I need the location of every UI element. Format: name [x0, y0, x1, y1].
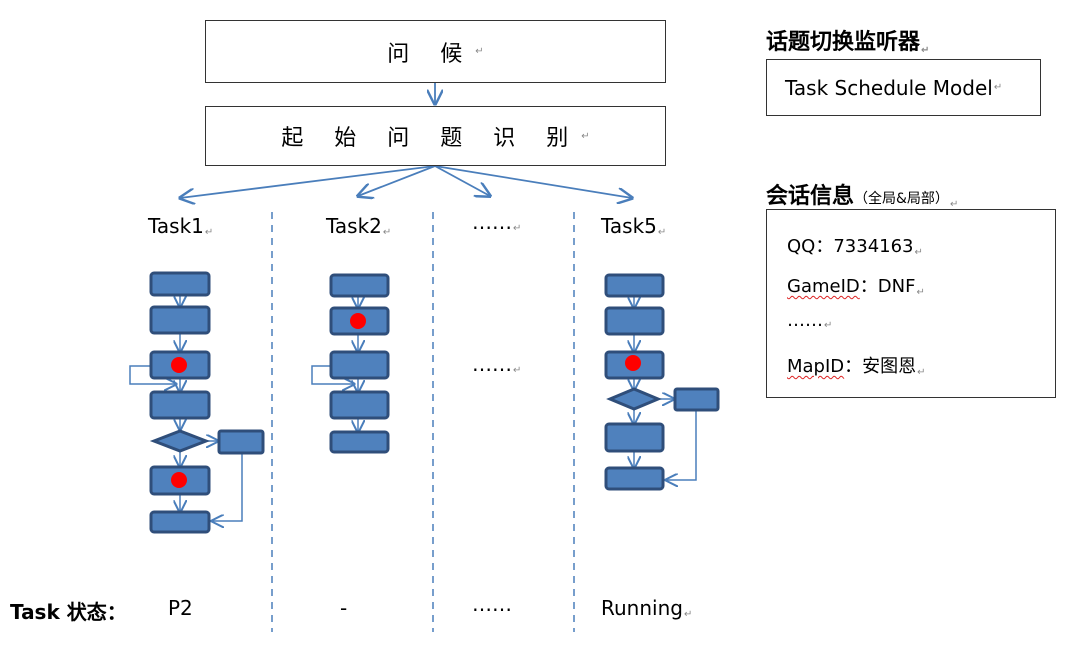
- column-dividers: [271, 212, 575, 632]
- task1-side-step: [217, 429, 265, 455]
- status-label: Task 状态：: [10, 600, 127, 624]
- listener-title: 话题切换监听器↵: [766, 30, 930, 56]
- task1-current-dot: [171, 357, 187, 373]
- task2-current-dot: [350, 313, 366, 329]
- task-label-1: Task1↵: [148, 214, 214, 238]
- task5-step-5: [604, 466, 665, 491]
- task2-flow: [311, 273, 390, 454]
- status-task5: Running↵: [601, 596, 693, 620]
- status-task1: P2: [168, 596, 193, 620]
- info-qq: QQ：7334163↵: [787, 236, 923, 258]
- task1-flow: [129, 271, 265, 534]
- task1-step-6: [149, 510, 211, 534]
- model-box: Task Schedule Model↵: [766, 59, 1041, 116]
- task2-step-4: [329, 390, 390, 420]
- greeting-label: 问 候: [387, 41, 475, 67]
- task5-current-dot: [625, 355, 641, 371]
- recognition-label: 起 始 问 题 识 别: [281, 126, 581, 151]
- task5-step-4: [604, 422, 665, 453]
- task5-side-step: [673, 387, 720, 412]
- task2-step-3: [329, 350, 390, 380]
- fanout-arrows: [180, 165, 632, 198]
- task2-step-1: [329, 273, 390, 298]
- greeting-box: 问 候↵: [205, 20, 666, 83]
- task1-current-dot: [171, 472, 187, 488]
- task-label-5: Task5↵: [601, 214, 667, 238]
- task-label-3: ……↵: [472, 210, 522, 234]
- session-info-box: QQ：7334163↵ GameID：DNF↵ ……↵ MapID：安图恩↵: [766, 209, 1056, 398]
- task1-decision: [149, 429, 211, 453]
- info-ellipsis: ……↵: [787, 310, 833, 331]
- model-label: Task Schedule Model: [785, 75, 993, 100]
- recognition-box: 起 始 问 题 识 别↵: [205, 106, 666, 166]
- status-task2: -: [340, 596, 348, 620]
- info-mapid: MapID：安图恩↵: [787, 356, 926, 378]
- task5-decision: [606, 387, 662, 411]
- session-subtitle: （全局&局部）: [854, 191, 949, 207]
- task5-step-2: [604, 306, 665, 336]
- info-gameid: GameID：DNF↵: [787, 276, 925, 298]
- task1-step-4: [149, 390, 211, 420]
- task1-step-1: [149, 271, 211, 297]
- task-label-2: Task2↵: [326, 214, 392, 238]
- session-title: 会话信息（全局&局部）↵: [766, 184, 959, 210]
- middle-ellipsis: ……↵: [472, 352, 522, 376]
- task5-flow: [604, 273, 720, 491]
- task1-step-2: [149, 305, 211, 335]
- status-task3: ……: [472, 592, 512, 616]
- task2-step-5: [329, 430, 390, 454]
- task5-step-1: [604, 273, 665, 298]
